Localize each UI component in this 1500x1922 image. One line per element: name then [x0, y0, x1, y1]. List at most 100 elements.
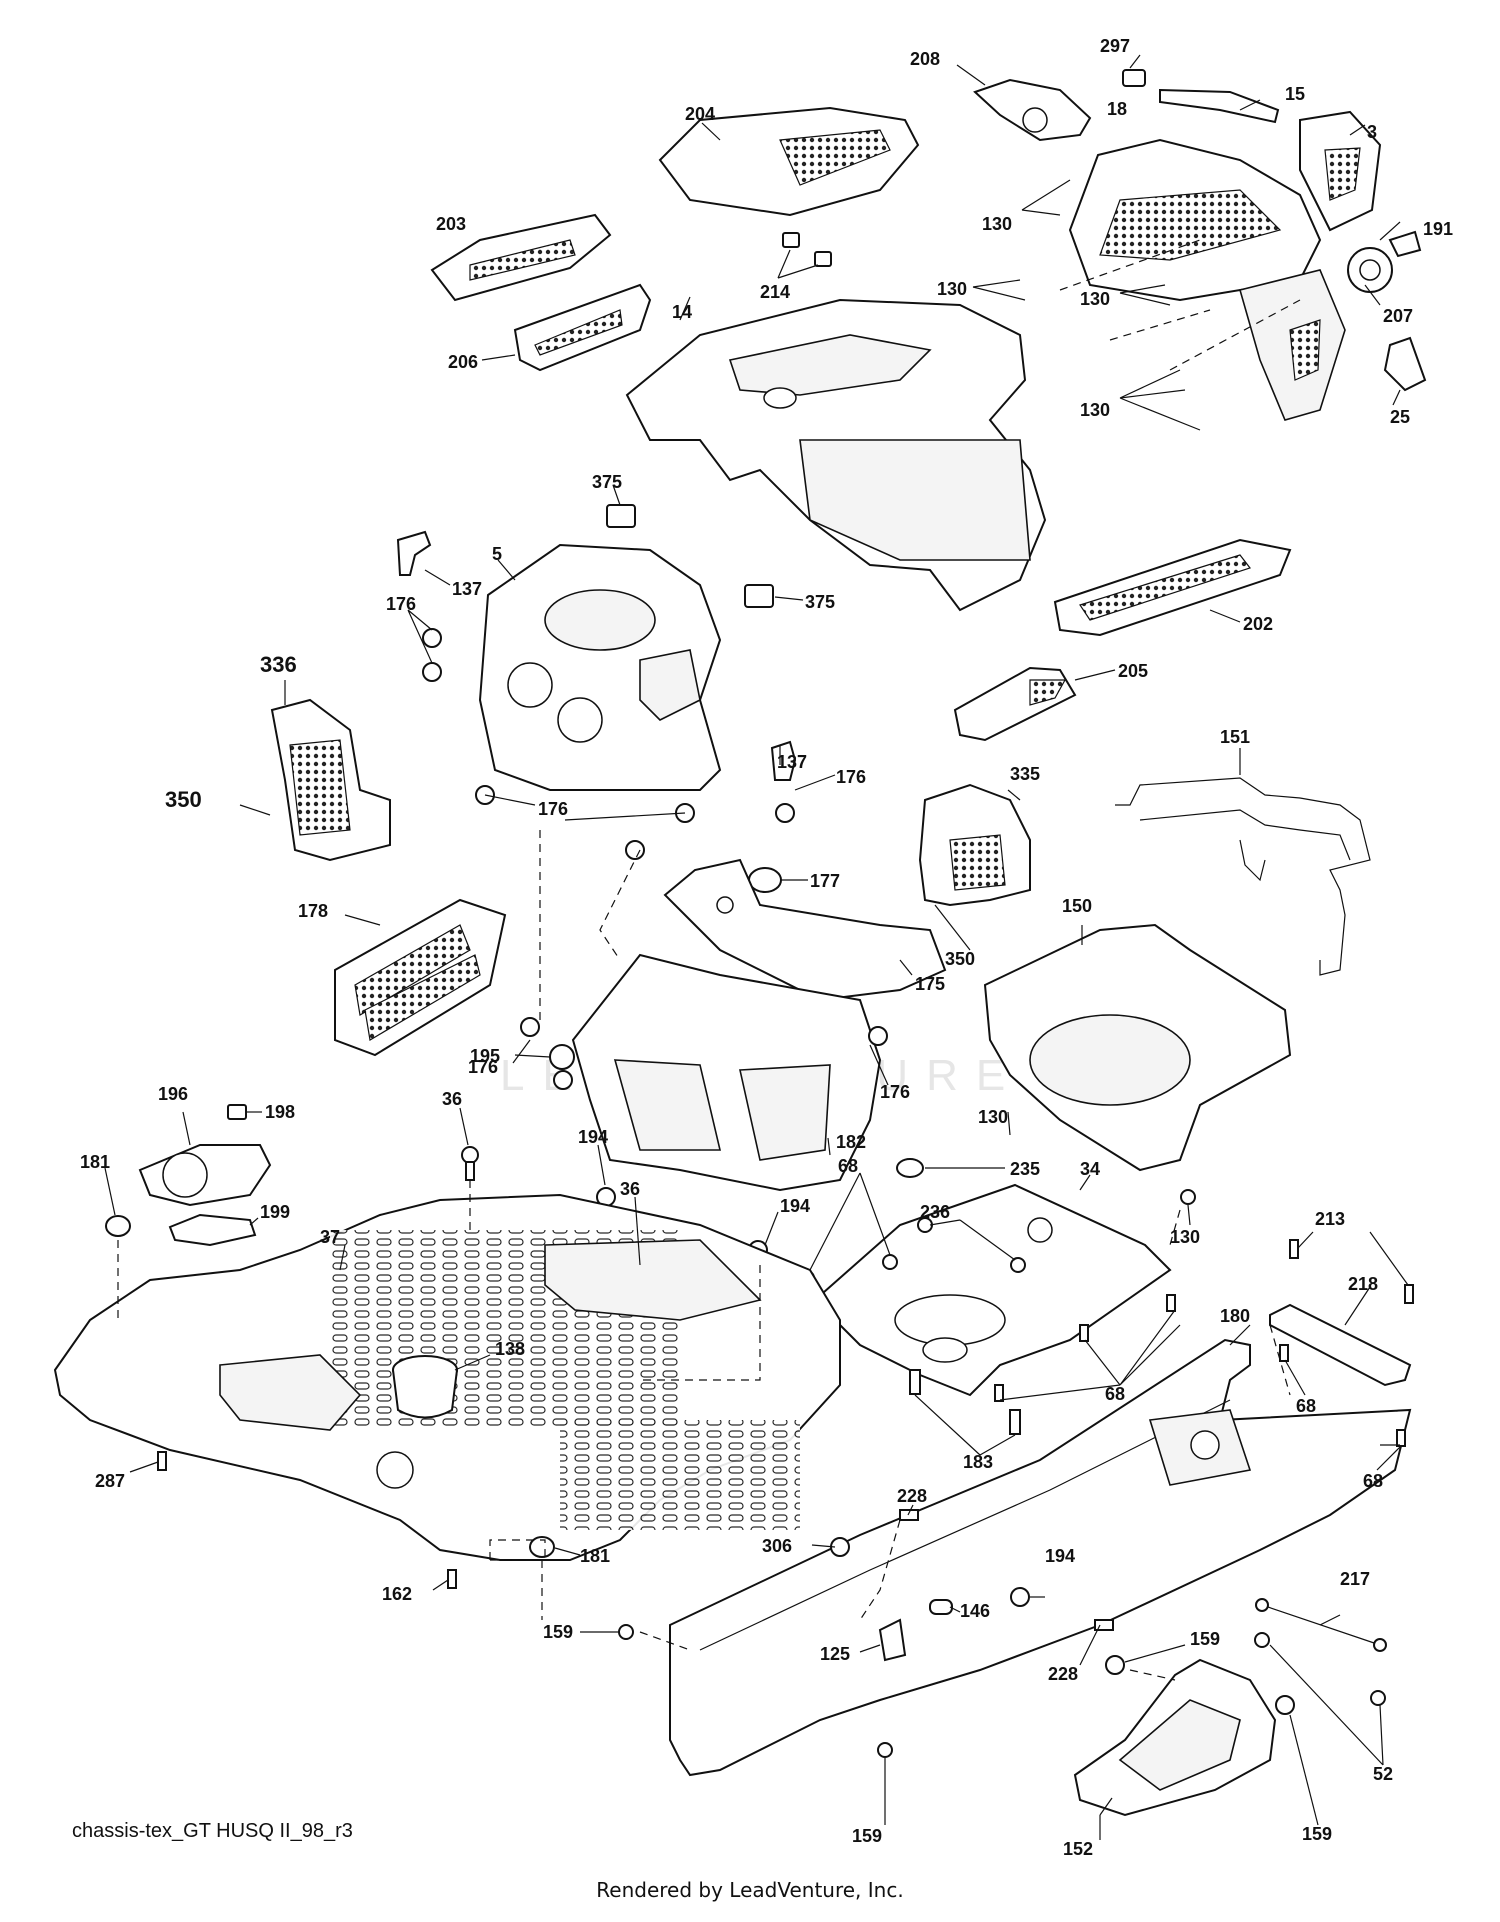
label-180[interactable]: 180 — [1220, 1306, 1250, 1326]
label-204[interactable]: 204 — [685, 104, 715, 124]
part-159-screws[interactable] — [618, 1624, 1295, 1758]
part-3-side-grille-right[interactable] — [1299, 110, 1382, 232]
part-218-bracket[interactable] — [1269, 1303, 1412, 1387]
label-130-e[interactable]: 130 — [978, 1107, 1008, 1127]
part-150-pan[interactable] — [983, 923, 1292, 1172]
part-205-trim[interactable] — [953, 666, 1077, 742]
label-207[interactable]: 207 — [1383, 306, 1413, 326]
label-52[interactable]: 52 — [1373, 1764, 1393, 1784]
part-235-bushing[interactable] — [896, 1158, 924, 1178]
label-159-c[interactable]: 159 — [1302, 1824, 1332, 1844]
part-34-plate[interactable] — [813, 1183, 1172, 1397]
label-306[interactable]: 306 — [762, 1536, 792, 1556]
part-181-grommet-a[interactable] — [105, 1215, 131, 1237]
part-213-bolts[interactable] — [1289, 1239, 1414, 1304]
label-214[interactable]: 214 — [760, 282, 790, 302]
part-18-front-bumper-grille[interactable] — [1068, 138, 1346, 421]
part-208-headlight-bezel[interactable] — [973, 78, 1092, 142]
label-130-f[interactable]: 130 — [1170, 1227, 1200, 1247]
label-198[interactable]: 198 — [265, 1102, 295, 1122]
part-137-pin-upper[interactable] — [396, 530, 432, 576]
label-15[interactable]: 15 — [1285, 84, 1305, 104]
part-191-lens[interactable] — [1388, 230, 1422, 258]
part-287-screw[interactable] — [157, 1451, 167, 1471]
part-36-bolt-a[interactable] — [461, 1146, 479, 1181]
part-176-grommets-b[interactable] — [475, 785, 795, 860]
label-34[interactable]: 34 — [1080, 1159, 1100, 1179]
part-207-headlight[interactable] — [1347, 247, 1393, 293]
label-68-b[interactable]: 68 — [1105, 1384, 1125, 1404]
label-36-a[interactable]: 36 — [442, 1089, 462, 1109]
label-175[interactable]: 175 — [915, 974, 945, 994]
label-36-b[interactable]: 36 — [620, 1179, 640, 1199]
label-350-a[interactable]: 350 — [165, 787, 202, 812]
label-287[interactable]: 287 — [95, 1471, 125, 1491]
part-335-side-vent-right[interactable] — [918, 783, 1031, 907]
label-176-d[interactable]: 176 — [468, 1057, 498, 1077]
label-181-b[interactable]: 181 — [580, 1546, 610, 1566]
part-204-hood-top-panel[interactable] — [658, 106, 920, 217]
label-199[interactable]: 199 — [260, 1202, 290, 1222]
label-228-b[interactable]: 228 — [1048, 1664, 1078, 1684]
part-375-bumper-upper[interactable] — [606, 504, 636, 528]
label-177[interactable]: 177 — [810, 871, 840, 891]
label-350-b[interactable]: 350 — [945, 949, 975, 969]
label-68-c[interactable]: 68 — [1296, 1396, 1316, 1416]
part-198-clip[interactable] — [227, 1104, 247, 1120]
part-15-trim-strip[interactable] — [1159, 88, 1280, 124]
part-176-grommets-c[interactable] — [520, 1017, 888, 1090]
label-130-a[interactable]: 130 — [982, 214, 1012, 234]
label-336[interactable]: 336 — [260, 652, 297, 677]
label-151[interactable]: 151 — [1220, 727, 1250, 747]
label-37[interactable]: 37 — [320, 1227, 340, 1247]
part-202-front-grille[interactable] — [1053, 538, 1292, 637]
label-213[interactable]: 213 — [1315, 1209, 1345, 1229]
label-68-d[interactable]: 68 — [1363, 1471, 1383, 1491]
part-195-plug[interactable] — [549, 1044, 575, 1070]
part-152-footrest[interactable] — [1073, 1658, 1277, 1817]
label-130-c[interactable]: 130 — [1080, 289, 1110, 309]
label-228-a[interactable]: 228 — [897, 1486, 927, 1506]
label-203[interactable]: 203 — [436, 214, 466, 234]
label-130-b[interactable]: 130 — [937, 279, 967, 299]
label-375-b[interactable]: 375 — [805, 592, 835, 612]
label-194-b[interactable]: 194 — [780, 1196, 810, 1216]
label-5[interactable]: 5 — [492, 544, 502, 564]
label-335[interactable]: 335 — [1010, 764, 1040, 784]
label-3[interactable]: 3 — [1367, 122, 1377, 142]
part-183-bolts[interactable] — [909, 1369, 1021, 1435]
part-146-bushing[interactable] — [929, 1599, 953, 1615]
label-14[interactable]: 14 — [672, 302, 692, 322]
part-199-decal[interactable] — [168, 1213, 257, 1247]
label-182[interactable]: 182 — [836, 1132, 866, 1152]
part-177-knob[interactable] — [748, 867, 782, 893]
label-138[interactable]: 138 — [495, 1339, 525, 1359]
label-146[interactable]: 146 — [960, 1601, 990, 1621]
part-175-bracket[interactable] — [663, 858, 947, 1002]
label-218[interactable]: 218 — [1348, 1274, 1378, 1294]
label-206[interactable]: 206 — [448, 352, 478, 372]
label-236[interactable]: 236 — [920, 1202, 950, 1222]
label-178[interactable]: 178 — [298, 901, 328, 921]
label-176-e[interactable]: 176 — [880, 1082, 910, 1102]
label-181-a[interactable]: 181 — [80, 1152, 110, 1172]
part-25-bracket[interactable] — [1383, 336, 1427, 392]
label-159-a[interactable]: 159 — [543, 1622, 573, 1642]
label-202[interactable]: 202 — [1243, 614, 1273, 634]
label-137-b[interactable]: 137 — [777, 752, 807, 772]
part-228-pins[interactable] — [899, 1509, 1114, 1631]
label-176-a[interactable]: 176 — [386, 594, 416, 614]
part-176-grommet-a[interactable] — [422, 628, 442, 682]
part-130-screw-f[interactable] — [1180, 1189, 1196, 1205]
label-205[interactable]: 205 — [1118, 661, 1148, 681]
part-137-pin-lower[interactable] — [770, 740, 797, 781]
label-150[interactable]: 150 — [1062, 896, 1092, 916]
part-214-clips[interactable] — [782, 232, 832, 267]
part-206-vent-insert[interactable] — [513, 283, 652, 372]
label-208[interactable]: 208 — [910, 49, 940, 69]
part-52-washers[interactable] — [1254, 1632, 1386, 1706]
label-18[interactable]: 18 — [1107, 99, 1127, 119]
label-217[interactable]: 217 — [1340, 1569, 1370, 1589]
label-125[interactable]: 125 — [820, 1644, 850, 1664]
label-191[interactable]: 191 — [1423, 219, 1453, 239]
